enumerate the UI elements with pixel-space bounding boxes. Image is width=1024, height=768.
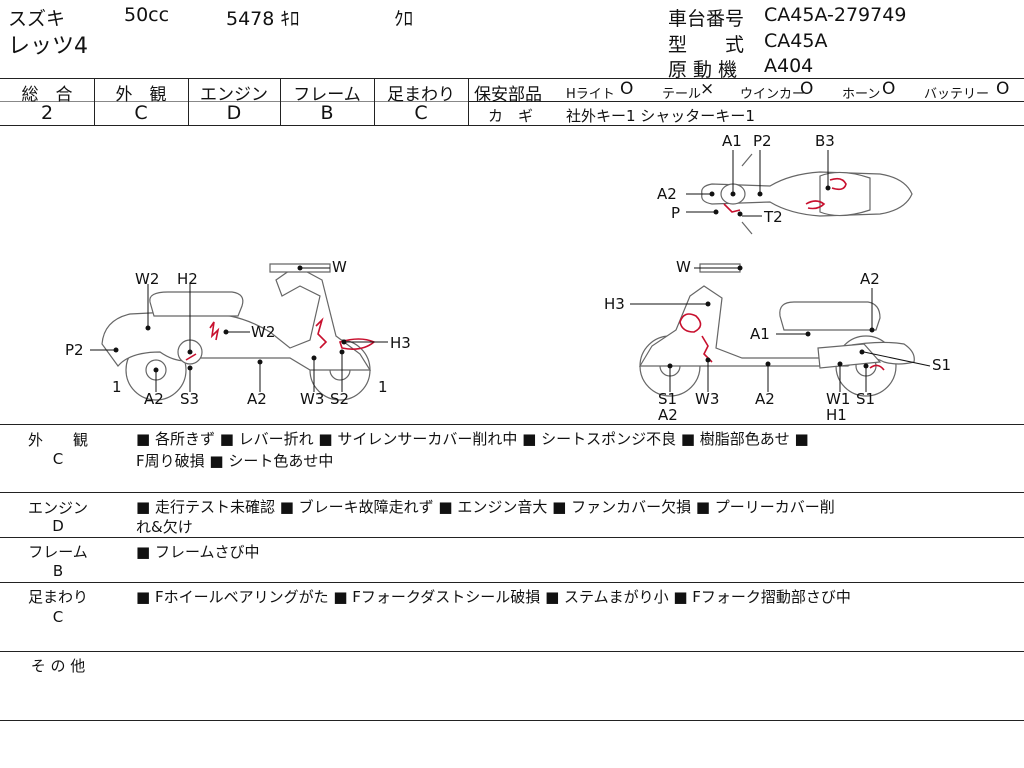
label-s1a-right: S1 <box>932 356 951 374</box>
type-value: CA45A <box>764 30 828 52</box>
key-value: 社外キー1 シャッターキー1 <box>566 107 755 125</box>
safety-item-horn: ホーン <box>842 87 881 102</box>
safety-mark-battery: O <box>996 79 1010 99</box>
color: ｸﾛ <box>394 8 414 30</box>
label-b3-top: B3 <box>815 132 835 150</box>
divider <box>0 424 1024 425</box>
safety-mark-headlight: O <box>620 79 634 99</box>
label-h3-right: H3 <box>604 295 625 313</box>
label-a2-right: A2 <box>860 270 880 288</box>
chassis-value: CA45A-279749 <box>764 4 907 26</box>
note-label-exterior: 外 観 <box>27 431 88 449</box>
note-grade-suspension: C <box>52 608 64 626</box>
label-w-right: W <box>676 258 691 276</box>
engine-label: 原 動 機 <box>668 59 738 81</box>
label-p2-top: P2 <box>753 132 772 150</box>
safety-item-battery: バッテリー <box>924 87 990 102</box>
divider <box>280 78 281 125</box>
label-w1-right: W1 <box>826 390 850 408</box>
key-label: カ ギ <box>488 107 534 125</box>
label-s2-left: S2 <box>330 390 349 408</box>
safety-mark-winker: O <box>800 79 814 99</box>
grade-label-overall: 総 合 <box>21 85 73 105</box>
divider <box>374 78 375 125</box>
divider <box>0 492 1024 493</box>
scooter-top-view: A1 P2 B3 A2 P T2 <box>657 132 913 235</box>
divider <box>188 78 189 125</box>
label-w-left: W <box>332 258 347 276</box>
divider <box>0 125 1024 126</box>
grade-label-suspension: 足まわり <box>387 85 455 105</box>
scooter-right-view: W A2 H3 A1 S1 S1 W3 A2 W1 S1 A2 H1 <box>604 258 951 424</box>
label-a2b-right: A2 <box>755 390 775 408</box>
label-w3-left: W3 <box>300 390 324 408</box>
divider <box>468 101 1024 102</box>
label-w2-left: W2 <box>135 270 159 288</box>
label-h2-left: H2 <box>177 270 198 288</box>
label-t2-top: T2 <box>763 208 783 226</box>
label-a2-top: A2 <box>657 185 677 203</box>
note-grade-exterior: C <box>52 450 64 468</box>
label-a1-top: A1 <box>722 132 742 150</box>
note-grade-frame: B <box>52 562 64 580</box>
label-a2c-right: A2 <box>658 406 678 424</box>
safety-mark-horn: O <box>882 79 896 99</box>
safety-item-tail: テール <box>662 87 702 102</box>
divider <box>0 78 1024 79</box>
divider <box>0 537 1024 538</box>
label-h1-right: H1 <box>826 406 847 424</box>
safety-item-headlight: Hライト <box>566 87 615 102</box>
label-1b-left: 1 <box>378 378 388 396</box>
label-p-top: P <box>671 204 680 222</box>
engine-cc: 50cc <box>124 4 170 26</box>
safety-item-winker: ウインカー <box>740 87 806 102</box>
note-text-exterior-2: F周り破損 ■ シート色あせ中 <box>136 452 334 470</box>
label-s1b-right: S1 <box>658 390 677 408</box>
note-grade-engine: D <box>52 517 64 535</box>
type-label: 型 式 <box>668 34 745 56</box>
label-a1-right: A1 <box>750 325 770 343</box>
divider <box>0 651 1024 652</box>
label-1a-left: 1 <box>112 378 122 396</box>
note-label-frame: フレーム <box>28 543 88 561</box>
chassis-label: 車台番号 <box>668 8 745 30</box>
note-label-other: そ の 他 <box>30 657 86 675</box>
grade-label-exterior: 外 観 <box>115 85 167 105</box>
grade-label-engine: エンジン <box>200 85 268 105</box>
label-s1c-right: S1 <box>856 390 875 408</box>
divider <box>0 101 468 102</box>
model-name: レッツ4 <box>8 34 88 59</box>
divider <box>468 78 469 125</box>
label-s3-left: S3 <box>180 390 199 408</box>
grade-label-frame: フレーム <box>293 85 361 105</box>
divider <box>0 582 1024 583</box>
divider <box>0 720 1024 721</box>
safety-label: 保安部品 <box>474 85 542 105</box>
note-text-engine-2: れ&欠け <box>136 518 193 536</box>
grade-value-overall: 2 <box>40 102 54 124</box>
safety-mark-tail: × <box>700 79 715 99</box>
note-text-engine-1: ■ 走行テスト未確認 ■ ブレーキ故障走れず ■ エンジン音大 ■ ファンカバー… <box>136 498 835 516</box>
note-text-exterior-1: ■ 各所きず ■ レバー折れ ■ サイレンサーカバー削れ中 ■ シートスポンジ不… <box>136 430 809 448</box>
label-h3-left: H3 <box>390 334 411 352</box>
note-label-suspension: 足まわり <box>27 588 88 606</box>
damage-diagram: A1 P2 B3 A2 P T2 <box>65 132 951 424</box>
maker: スズキ <box>8 8 66 30</box>
note-text-suspension-1: ■ Fホイールベアリングがた ■ Fフォークダストシール破損 ■ ステムまがり小… <box>136 588 851 606</box>
note-text-frame-1: ■ フレームさび中 <box>136 543 260 561</box>
label-a2a-left: A2 <box>144 390 164 408</box>
note-label-engine: エンジン <box>27 499 88 517</box>
engine-value: A404 <box>764 55 814 77</box>
grade-value-frame: B <box>320 102 334 124</box>
mileage: 5478 ｷﾛ <box>226 8 300 30</box>
grade-value-engine: D <box>226 102 242 124</box>
scooter-left-view: W2 H2 W W2 P2 H3 1 A2 S3 A2 W3 S2 1 <box>65 258 411 408</box>
label-a2b-left: A2 <box>247 390 267 408</box>
label-p2-left: P2 <box>65 341 84 359</box>
label-w3-right: W3 <box>695 390 719 408</box>
divider <box>94 78 95 125</box>
grade-value-exterior: C <box>134 102 148 124</box>
label-w2b-left: W2 <box>251 323 275 341</box>
grade-value-suspension: C <box>414 102 428 124</box>
